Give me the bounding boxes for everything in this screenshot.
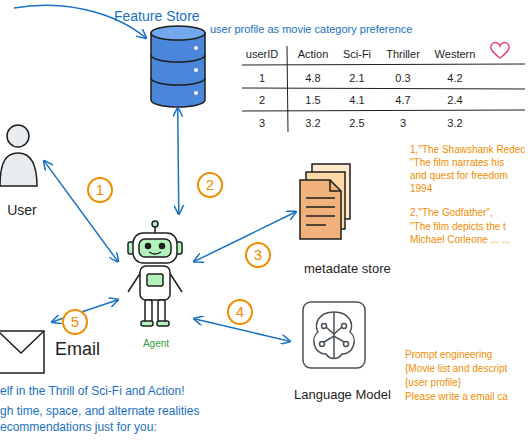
table-cell: 4.8 bbox=[305, 72, 320, 85]
table-cell: 2 bbox=[259, 94, 265, 107]
connector-arrow bbox=[178, 108, 179, 214]
table-cell: 2.4 bbox=[447, 94, 462, 107]
metadata-note: 2,"The Godfather", bbox=[410, 207, 493, 219]
table-header: Thriller bbox=[386, 48, 420, 61]
table-cell: 3 bbox=[259, 117, 265, 130]
connector-arrow bbox=[44, 161, 118, 262]
metadata-note: 1,"The Shawshank Redec bbox=[410, 144, 525, 156]
callout-number: 5 bbox=[62, 309, 88, 335]
table-cell: 4.2 bbox=[447, 72, 462, 85]
user-icon bbox=[0, 125, 37, 186]
node-label: metadate store bbox=[304, 262, 391, 277]
table-cell: 3.2 bbox=[305, 117, 320, 130]
prompt-note: {user profile} bbox=[405, 377, 461, 389]
node-label: Email bbox=[55, 339, 100, 360]
table-header: Sci-Fi bbox=[343, 48, 371, 61]
table-cell: 4.1 bbox=[349, 94, 364, 107]
prompt-note: Please write a email ca bbox=[405, 391, 508, 403]
prompt-note: {Movie list and descript bbox=[405, 363, 507, 375]
envelope-icon bbox=[0, 331, 44, 373]
robot-icon bbox=[128, 221, 182, 326]
table-cell: 3 bbox=[400, 117, 406, 130]
node-label: Language Model bbox=[294, 388, 391, 403]
table-header: Action bbox=[298, 48, 329, 61]
table-header: userID bbox=[246, 48, 278, 61]
database-icon bbox=[151, 26, 205, 107]
table-cell: 1 bbox=[259, 72, 265, 85]
callout-number: 4 bbox=[227, 299, 253, 325]
node-label: Feature Store bbox=[114, 8, 200, 24]
user-node: User bbox=[0, 118, 44, 220]
table-cell: 4.7 bbox=[395, 94, 410, 107]
agent-node: Agent bbox=[118, 214, 194, 350]
node-label: User bbox=[0, 202, 44, 218]
table-cell: 2.1 bbox=[349, 72, 364, 85]
heart-icon bbox=[491, 43, 509, 58]
node-label: Agent bbox=[118, 338, 194, 350]
callout-number: 2 bbox=[197, 172, 223, 198]
metadata-note: and quest for freedom bbox=[410, 170, 508, 182]
email-body-text: gh time, space, and alternate realities bbox=[0, 405, 199, 419]
metadata-note: "The film depicts the t bbox=[410, 221, 506, 233]
table-cell: 0.3 bbox=[395, 72, 410, 85]
table-cell: 1.5 bbox=[305, 94, 320, 107]
feature-store-node: Feature Store bbox=[112, 4, 218, 108]
table-cell: 3.2 bbox=[447, 117, 462, 130]
table-header: Western bbox=[435, 48, 476, 61]
metadata-store-node: metadate store bbox=[296, 160, 404, 275]
metadata-note: Michael Corleone ... ... bbox=[410, 234, 510, 246]
callout-number: 1 bbox=[87, 177, 113, 203]
metadata-note: "The film narrates his bbox=[410, 157, 504, 169]
table-grid bbox=[242, 46, 525, 132]
language-model-node: Language Model bbox=[290, 296, 400, 404]
email-body-text: ecommendations just for you: bbox=[0, 421, 157, 435]
document-stack-icon bbox=[300, 164, 350, 239]
subtitle-text: user profile as movie category preferenc… bbox=[210, 23, 412, 36]
table-cell: 2.5 bbox=[349, 117, 364, 130]
prompt-note: Prompt engineering bbox=[405, 349, 492, 361]
email-node: Email bbox=[0, 322, 100, 378]
language-model-icon bbox=[303, 302, 365, 368]
email-body-text: elf in the Thrill of Sci-Fi and Action! bbox=[0, 385, 185, 399]
callout-number: 3 bbox=[245, 242, 271, 268]
metadata-note: 1994 bbox=[410, 183, 432, 195]
